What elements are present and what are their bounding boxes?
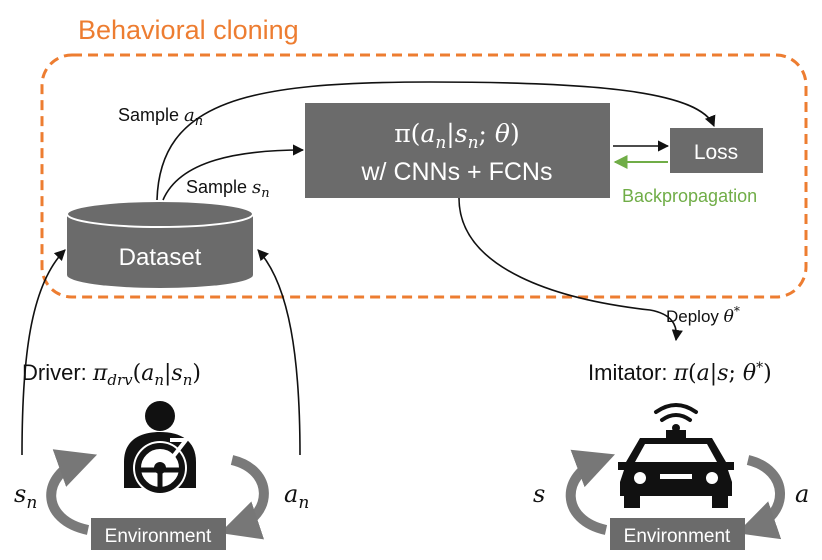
loss-label: Loss <box>694 141 738 164</box>
behavioral-cloning-region <box>40 53 808 299</box>
imitator-environment-label: Environment <box>624 526 731 547</box>
policy-network-description: w/ CNNs + FCNs <box>361 158 553 186</box>
driver-env-loop-left <box>46 449 98 535</box>
imitator-env-loop-left <box>565 449 615 535</box>
imitator-environment-box <box>610 518 745 550</box>
driver-environment-box <box>91 518 226 550</box>
imitator-env-loop-right <box>736 455 785 540</box>
sample-state-arrow <box>162 144 305 201</box>
policy-formula: π(an|sn; θ) <box>394 119 519 153</box>
driver-label: Driver: πdrv(an|sn) <box>22 360 201 389</box>
autonomous-car-icon <box>618 403 734 508</box>
diagram-title: Behavioral cloning <box>78 15 299 45</box>
driver-state-label: sn <box>14 480 37 513</box>
loss-box <box>670 128 763 173</box>
deploy-arrow <box>458 197 683 342</box>
deploy-label: Deploy θ* <box>666 304 740 327</box>
sample-action-arrow <box>156 81 716 201</box>
driver-environment-label: Environment <box>105 526 212 547</box>
sample-state-label: Sample sn <box>186 177 270 201</box>
dataset-label: Dataset <box>119 244 202 271</box>
driver-icon <box>124 401 196 495</box>
imitator-state-label: s <box>533 480 545 508</box>
driver-action-label: an <box>284 480 309 513</box>
backprop-label: Backpropagation <box>622 186 757 206</box>
driver-env-loop-right <box>219 455 269 540</box>
sample-action-label: Sample an <box>118 105 203 129</box>
policy-network-box <box>305 103 610 198</box>
dataset-cylinder <box>66 200 254 288</box>
driver-action-arrow <box>257 249 301 456</box>
imitator-label: Imitator: π(a|s; θ*) <box>588 360 772 386</box>
imitator-action-label: a <box>795 480 809 508</box>
driver-state-arrow <box>21 249 66 456</box>
